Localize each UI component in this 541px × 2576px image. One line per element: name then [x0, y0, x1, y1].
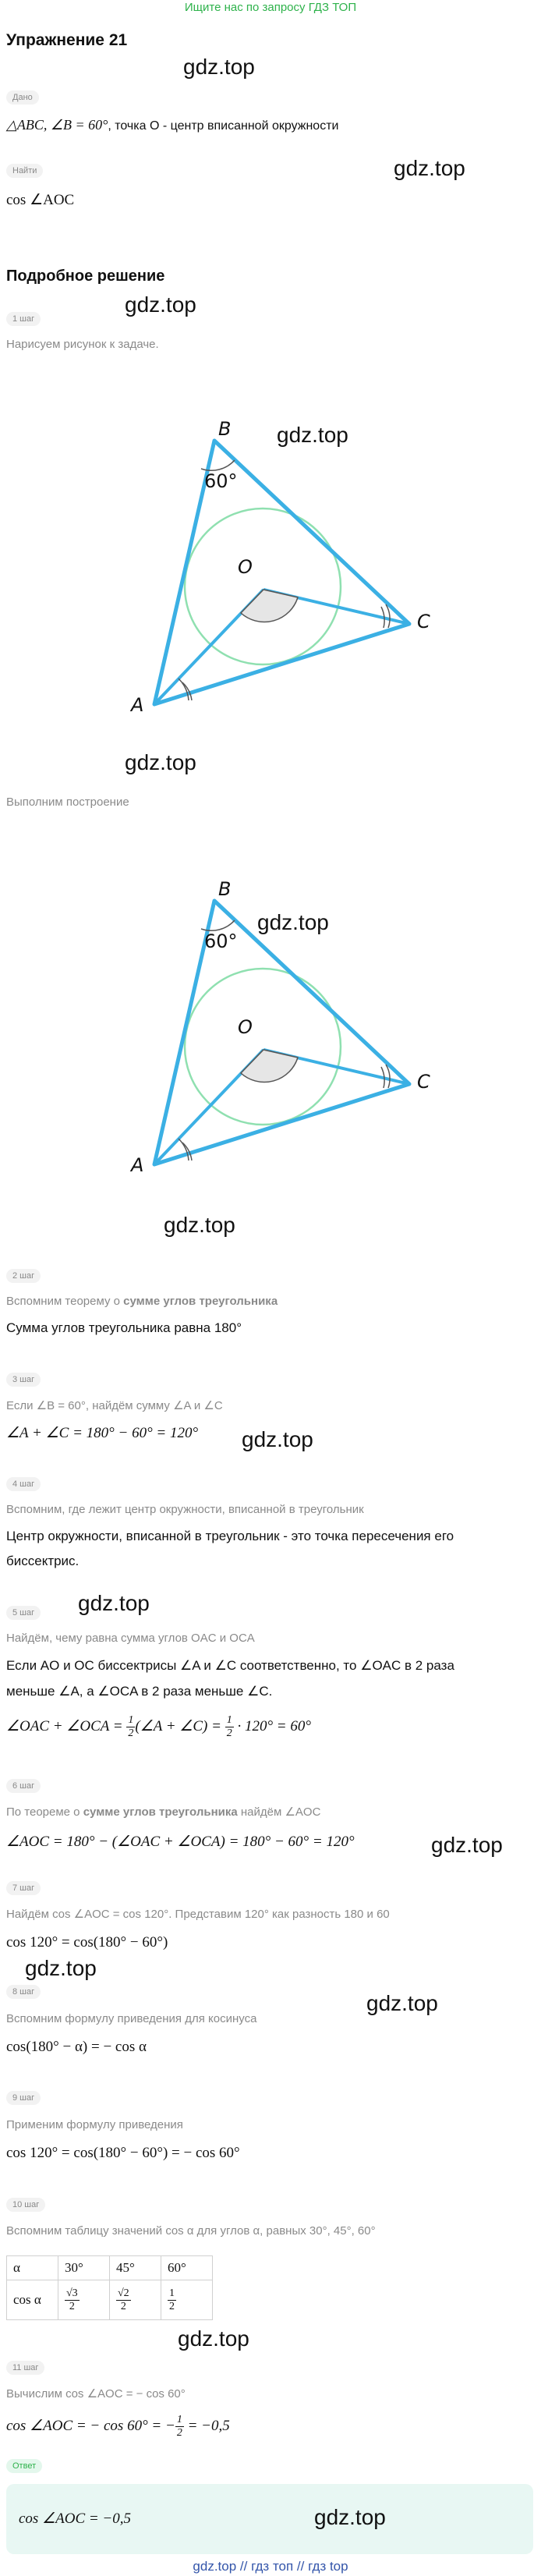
watermark: gdz.top [125, 750, 196, 774]
given-chip: Дано [6, 90, 39, 105]
inscribed-circle [183, 507, 342, 666]
solution-title: Подробное решение [6, 268, 165, 285]
watermark: gdz.top [394, 156, 465, 180]
step-chip: 2 шаг [6, 1269, 41, 1283]
table-cell: cos α [6, 2280, 58, 2320]
table-cell: 30° [58, 2255, 110, 2280]
step-text: биссектрис. [6, 1554, 80, 1568]
step-text: Если AO и OC биссектрисы ∠A и ∠C соответ… [6, 1658, 454, 1673]
watermark: gdz.top [125, 292, 196, 317]
angle-aoc-mark [239, 589, 299, 623]
answer-box: cos ∠AOC = −0,5 gdz.top [6, 2484, 533, 2554]
triangle-abc [152, 438, 412, 707]
step-gray-text: Если ∠B = 60°, найдём сумму ∠A и ∠C [6, 1399, 223, 1412]
step-formula: cos(180° − α) = − cos α [6, 2039, 147, 2055]
step-chip: 8 шаг [6, 1985, 41, 1999]
given-text: △ABC, ∠B = 60°, точка O - центр вписанно… [6, 117, 339, 133]
step-chip: 10 шаг [6, 2198, 46, 2212]
step-chip: 11 шаг [6, 2361, 45, 2375]
triangle-figure: B 60° O C A [129, 418, 430, 716]
step-chip: 4 шаг [6, 1477, 41, 1491]
step-formula: ∠AOC = 180° − (∠OAC + ∠OCA) = 180° − 60°… [6, 1834, 355, 1850]
answer-chip: Ответ [6, 2459, 43, 2473]
label-c: C [417, 611, 430, 632]
label-o: O [238, 556, 253, 578]
table-cell: 60° [161, 2255, 213, 2280]
angle-c-mark [385, 604, 391, 629]
watermark: gdz.top [178, 2326, 249, 2351]
step-chip: 1 шаг [6, 312, 41, 326]
step-formula: cos 120° = cos(180° − 60°) = − cos 60° [6, 2145, 240, 2161]
label-a: A [129, 694, 143, 716]
find-chip: Найти [6, 164, 44, 178]
angle-b-mark [200, 459, 235, 471]
label-b: B [218, 878, 231, 900]
watermark: gdz.top [242, 1427, 313, 1451]
watermark: gdz.top [164, 1213, 235, 1237]
step-gray-text: Вспомним, где лежит центр окружности, вп… [6, 1503, 364, 1516]
footer-links[interactable]: gdz.top // гдз топ // гдз top [193, 2559, 348, 2574]
step-formula: cos 120° = cos(180° − 60°) [6, 1934, 168, 1951]
watermark: gdz.top [314, 2505, 386, 2529]
step-gray-text: Нарисуем рисунок к задаче. [6, 338, 159, 351]
step-chip: 5 шаг [6, 1606, 41, 1620]
watermark: gdz.top [431, 1833, 503, 1857]
step-gray-text: Вычислим cos ∠AOC = − cos 60° [6, 2387, 186, 2401]
watermark: gdz.top [78, 1591, 150, 1615]
watermark: gdz.top [183, 55, 255, 79]
table-cell: 45° [109, 2255, 161, 2280]
step-gray-text: Вспомним формулу приведения для косинуса [6, 2012, 257, 2025]
step-gray-text: Вспомним теорему о сумме углов треугольн… [6, 1295, 278, 1308]
label-60: 60° [204, 930, 238, 952]
find-text: cos ∠AOC [6, 192, 75, 208]
table-cell: α [6, 2255, 58, 2280]
step-gray-text: По теореме о сумме углов треугольника на… [6, 1805, 321, 1819]
watermark: gdz.top [25, 1956, 97, 1980]
step-formula: ∠A + ∠C = 180° − 60° = 120° [6, 1425, 199, 1441]
watermark: gdz.top [257, 910, 329, 934]
step-gray-text: Выполним построение [6, 795, 129, 809]
step-gray-text: Применим формулу приведения [6, 2118, 183, 2131]
page-title: Упражнение 21 [6, 31, 128, 49]
step-text: Центр окружности, вписанной в треугольни… [6, 1529, 454, 1543]
answer-text: cos ∠AOC = −0,5 [19, 2510, 132, 2527]
label-o: O [238, 1016, 253, 1038]
watermark: gdz.top [366, 1991, 438, 2015]
step-chip: 7 шаг [6, 1881, 41, 1895]
angle-a-mark [178, 678, 189, 701]
watermark: gdz.top [277, 423, 348, 447]
table-row: α 30° 45° 60° [6, 2255, 213, 2280]
step-gray-text: Найдём, чему равна сумма углов OAC и OCA [6, 1632, 255, 1645]
label-c: C [417, 1071, 430, 1093]
step-chip: 3 шаг [6, 1373, 41, 1387]
step-chip: 9 шаг [6, 2091, 41, 2105]
step-chip: 6 шаг [6, 1779, 41, 1793]
triangle-figure-construction: B 60° O C A [129, 878, 430, 1176]
step-gray-text: Вспомним таблицу значений cos α для угло… [6, 2224, 376, 2238]
label-b: B [218, 418, 231, 440]
top-banner: Ищите нас по запросу ГДЗ ТОП [184, 1, 357, 14]
step-text: Сумма углов треугольника равна 180° [6, 1320, 242, 1335]
label-60: 60° [204, 470, 238, 492]
step-gray-text: Найдём cos ∠AOC = cos 120°. Представим 1… [6, 1908, 390, 1921]
step-text: меньше ∠A, а ∠OCA в 2 раза меньше ∠C. [6, 1684, 273, 1699]
label-a: A [129, 1154, 143, 1176]
